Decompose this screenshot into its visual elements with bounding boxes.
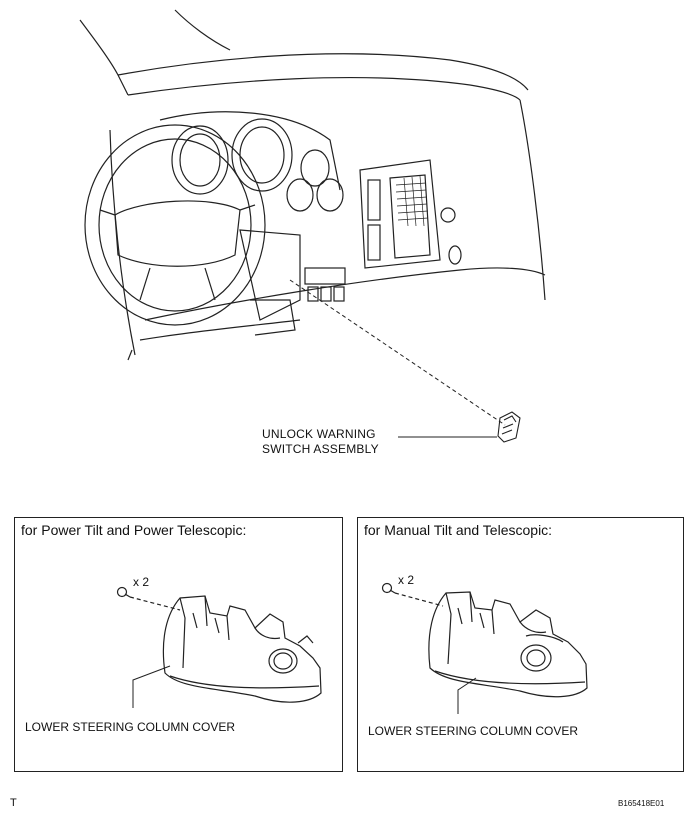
unlock-warning-switch-icon <box>497 411 521 443</box>
part-label: LOWER STEERING COLUMN COVER <box>25 720 236 734</box>
panel-power-tilt: for Power Tilt and Power Telescopic: <box>14 517 343 772</box>
part-label: LOWER STEERING COLUMN COVER <box>368 724 579 738</box>
screw-icon <box>381 582 396 594</box>
figure-code: B165418E01 <box>618 799 665 808</box>
screw-icon <box>116 586 131 598</box>
lower-column-cover-illustration <box>116 586 322 708</box>
panel-manual-tilt: for Manual Tilt and Telescopic: <box>357 517 684 772</box>
callout-label-line1: UNLOCK WARNING <box>262 427 376 441</box>
panel-title: for Manual Tilt and Telescopic: <box>364 522 553 538</box>
dashboard-illustration <box>79 9 546 443</box>
lower-column-cover-illustration <box>381 582 588 714</box>
screw-quantity: x 2 <box>398 573 415 587</box>
screw-quantity: x 2 <box>133 575 150 589</box>
panel-title: for Power Tilt and Power Telescopic: <box>21 522 247 538</box>
callout-label-line2: SWITCH ASSEMBLY <box>262 442 379 456</box>
footer-left-mark: T <box>10 797 17 809</box>
